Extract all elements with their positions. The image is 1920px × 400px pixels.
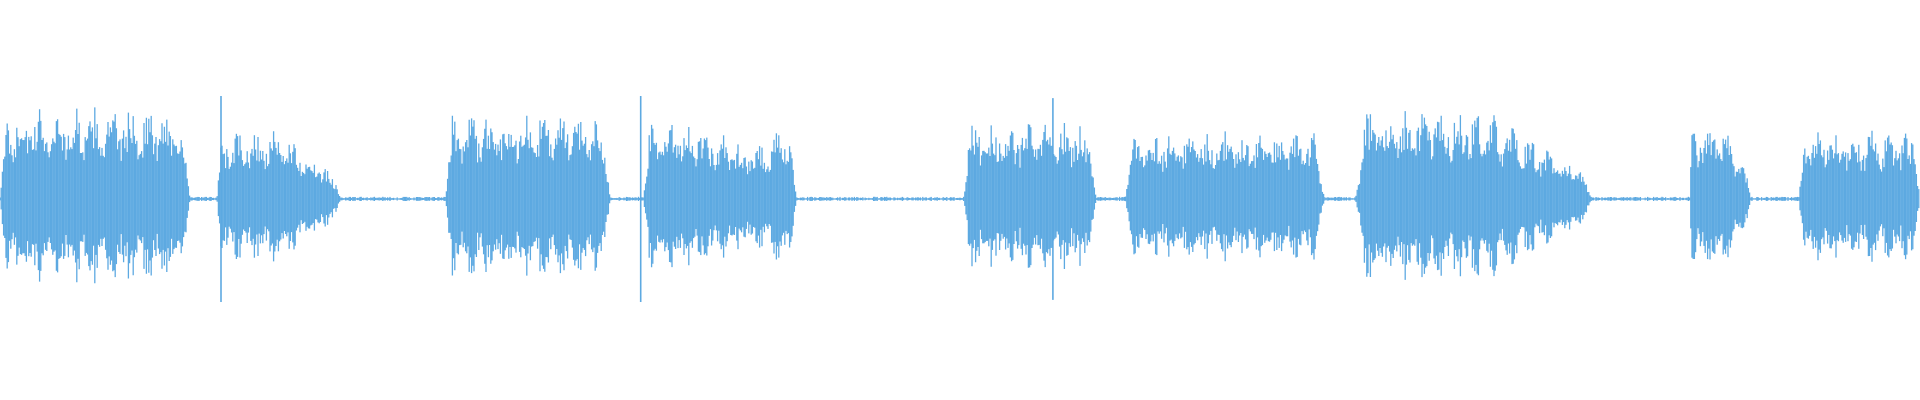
waveform-samples — [0, 107, 1920, 284]
waveform-peaks — [220, 96, 1054, 302]
